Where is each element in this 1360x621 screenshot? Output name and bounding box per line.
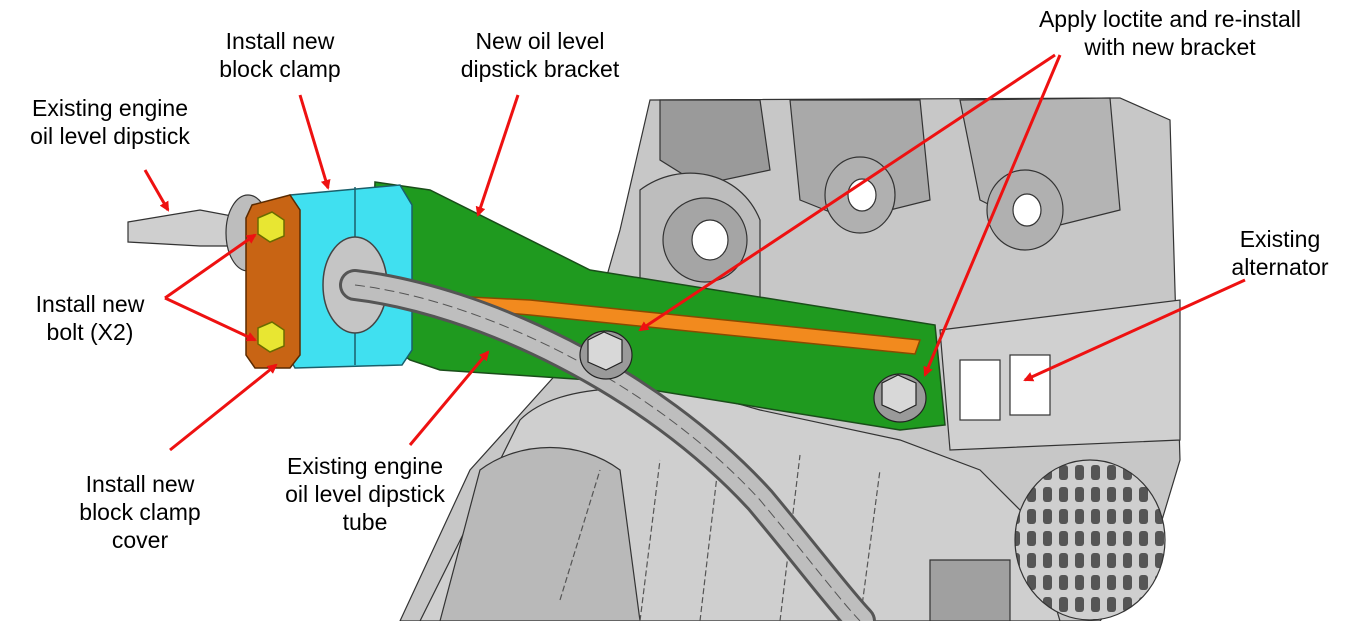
label-install-bolt: Install new bolt (X2) — [35, 291, 145, 345]
dipstick-tube — [339, 269, 876, 621]
bracket-bolts — [579, 330, 927, 423]
callout-arrows — [143, 53, 1246, 452]
arrow-block-clamp — [298, 94, 331, 190]
arrow-clamp-cover — [169, 363, 278, 452]
label-dipstick-bracket: New oil level dipstick bracket — [460, 28, 620, 82]
label-install-block-clamp: Install new block clamp — [219, 28, 341, 82]
label-existing-alternator: Existing alternator — [1231, 226, 1329, 280]
arrow-loctite-1 — [638, 53, 1056, 332]
arrow-bolt-2 — [164, 296, 257, 342]
arrow-bolt-1 — [164, 233, 257, 300]
label-install-clamp-cover: Install new block clamp cover — [79, 471, 201, 553]
clamp-bolts — [257, 211, 285, 353]
label-existing-dipstick: Existing engine oil level dipstick — [30, 95, 190, 149]
arrow-existing-dipstick — [143, 169, 170, 212]
label-existing-dipstick-tube: Existing engine oil level dipstick tube — [285, 453, 445, 535]
label-apply-loctite: Apply loctite and re-install with new br… — [1038, 6, 1302, 60]
arrow-loctite-2 — [923, 54, 1062, 377]
arrow-alternator — [1023, 278, 1246, 382]
arrow-dipstick-tube — [408, 350, 490, 446]
clamp-cover-part — [245, 194, 301, 369]
arrow-dipstick-bracket — [475, 94, 520, 217]
